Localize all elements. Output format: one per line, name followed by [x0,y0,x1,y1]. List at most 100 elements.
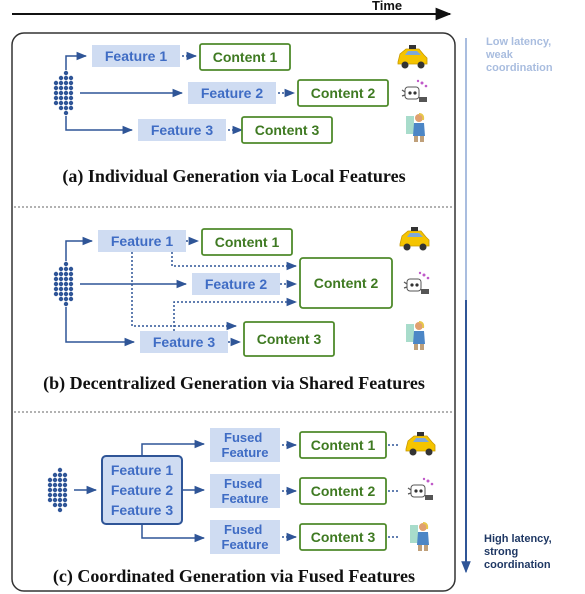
content-box [201,228,293,256]
network-node [63,271,69,277]
content-box [299,431,387,459]
ar-person-icon [406,113,425,142]
network-node [57,482,63,488]
network-node [58,296,64,302]
network-node [63,105,69,111]
network-node [58,281,64,287]
network-node [62,472,68,478]
fused-feature-box [210,474,280,508]
connector [141,439,206,456]
content-box [241,116,333,144]
content-label: Content 1 [215,234,280,250]
network-node [47,487,53,493]
content-box [297,79,389,107]
network-node [58,271,64,277]
connector [141,524,206,543]
network-node [52,497,58,503]
network-node [68,105,74,111]
network-node [62,482,68,488]
network-node [47,492,53,498]
caption-c: (c) Coordinated Generation via Fused Fea… [53,566,415,587]
network-node [62,497,68,503]
robot-icon [403,271,430,294]
taxi-car-icon [397,45,428,69]
network-node [62,502,68,508]
panel-c: Feature 1 Feature 2 Feature 3 Fused Feat… [47,428,436,587]
network-node [57,502,63,508]
content-box [299,523,387,551]
network-node [58,75,64,81]
content-label: Content 1 [311,437,376,453]
network-node [57,507,63,513]
network-node [52,502,58,508]
taxi-car-icon [399,227,430,251]
content-label: Content 3 [257,331,322,347]
feature-label: Feature 3 [153,334,215,350]
network-node [63,110,69,116]
network-node [68,276,74,282]
network-node [63,281,69,287]
network-node [58,100,64,106]
network-node [63,75,69,81]
network-node [68,75,74,81]
network-node [52,492,58,498]
network-node [52,477,58,483]
connector [65,51,88,70]
network-node [52,472,58,478]
network-node [53,90,59,96]
network-node [53,85,59,91]
network-node [63,266,69,272]
network-node [58,286,64,292]
network-node [58,90,64,96]
network-node [58,291,64,297]
feature-label: Feature 3 [151,122,213,138]
neural-network-icon [53,261,74,307]
network-node [68,296,74,302]
network-node [63,276,69,282]
connector [65,236,94,261]
robot-icon [401,79,428,102]
network-node [68,90,74,96]
dotted-arrow [173,297,298,331]
network-node [57,497,63,503]
network-node [47,477,53,483]
feature-label: Feature 1 [111,233,173,249]
network-node [63,80,69,86]
network-node [68,291,74,297]
network-node [57,472,63,478]
combined-feature-label: Feature 1 [111,462,173,478]
network-node [68,271,74,277]
time-axis: Time [12,0,452,21]
feature-label: Feature 2 [201,85,263,101]
feature-label: Feature 1 [105,48,167,64]
network-node [53,286,59,292]
network-node [68,85,74,91]
ar-person-icon [406,321,425,350]
network-node [68,286,74,292]
network-node [68,100,74,106]
network-node [52,482,58,488]
network-node [63,85,69,91]
network-node [58,105,64,111]
fused-feature-label: Fused Feature [222,430,269,460]
network-node [63,301,69,307]
network-node [68,281,74,287]
fused-feature-label: Fused Feature [222,522,269,552]
feature-label: Feature 2 [205,276,267,292]
network-node [58,80,64,86]
network-node [58,266,64,272]
network-node [63,90,69,96]
network-node [57,492,63,498]
network-node [58,276,64,282]
content-label: Content 3 [311,529,376,545]
network-node [53,80,59,86]
network-node [63,291,69,297]
panel-b: Feature 1 Feature 2 Feature 3 Content 1 … [43,227,430,394]
content-label: Content 1 [213,49,278,65]
network-node [58,95,64,101]
content-box [243,321,335,357]
network-node [53,276,59,282]
content-box-large [299,257,393,309]
network-node [53,281,59,287]
feature-box [138,119,226,141]
